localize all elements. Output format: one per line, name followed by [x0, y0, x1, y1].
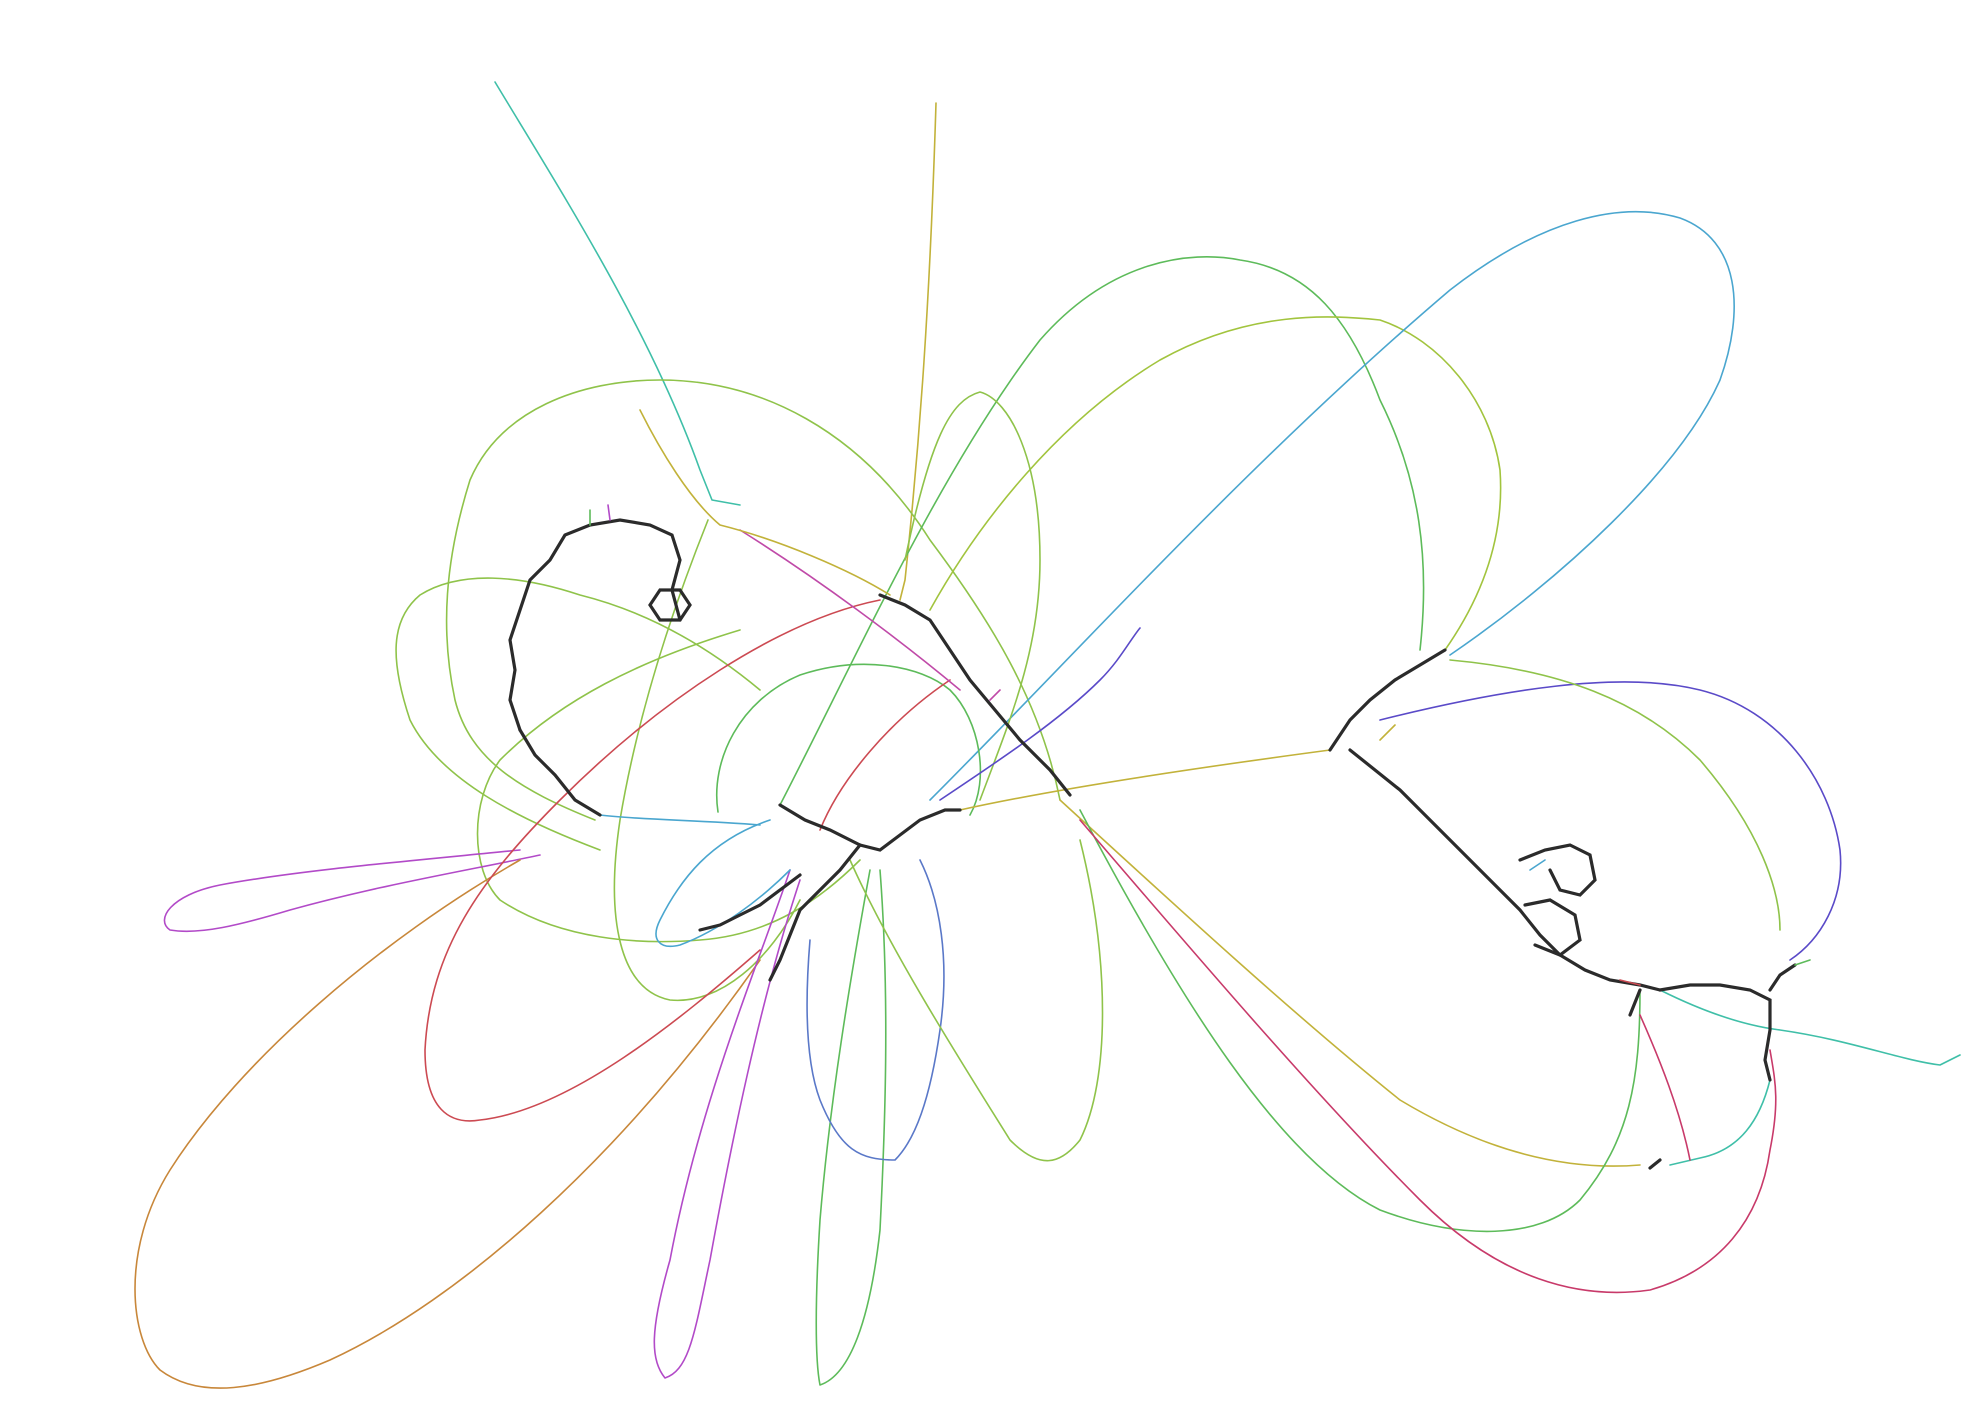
chain-center-main	[878, 593, 1072, 797]
sky-loop-upper-right	[929, 210, 1735, 801]
crimson-loop-right-bottom	[1079, 819, 1777, 1294]
olive-edge-right	[959, 749, 1331, 811]
lime-loop-left	[445, 379, 1061, 821]
red-loop-lower-left	[424, 599, 881, 1122]
purple-loop-far-left	[163, 849, 541, 933]
cluster-edge-6	[1379, 724, 1396, 741]
indigo-loop-right	[1379, 681, 1842, 961]
magenta-edge-center	[739, 529, 961, 691]
olive-edge-lower-right	[1059, 799, 1641, 1167]
chain-right-down	[1348, 748, 1662, 992]
crimson-edge-right-low	[1639, 1014, 1691, 1161]
lime-loop-bottom-2	[849, 839, 1104, 1162]
cluster-edge-3	[1529, 859, 1546, 871]
chain-left-branch	[518, 728, 602, 817]
teal-edge-top	[494, 81, 741, 506]
chain-right-top	[1328, 648, 1447, 752]
node-cluster-right	[1328, 648, 1797, 1170]
sky-edge-center	[599, 814, 761, 826]
cluster-edge-4	[1619, 979, 1641, 986]
chain-center-left	[698, 873, 802, 932]
green-loop-upper	[779, 256, 1425, 806]
indigo-edge-center	[939, 627, 1141, 801]
teal-edge-right	[1659, 989, 1961, 1066]
chain-center-down	[768, 843, 862, 982]
chain-center-hub	[778, 803, 962, 852]
lime-loop-upper-right	[929, 316, 1502, 651]
cluster-edge-5	[1794, 959, 1811, 966]
green-loop-mid	[716, 663, 982, 816]
node-cluster-center	[698, 593, 1072, 982]
green-loop-right-bottom	[1079, 809, 1641, 1233]
olive-edge-upper	[639, 409, 891, 596]
cluster-edge-7	[989, 689, 1001, 701]
lime-loop-center	[904, 391, 1041, 801]
edge-loops	[134, 81, 1961, 1389]
node-cluster-left	[508, 518, 692, 817]
red-loop-center	[819, 679, 951, 831]
cluster-edge-2	[607, 504, 611, 521]
chain-right-end	[1658, 983, 1772, 1082]
chain-right-left-drop	[1628, 988, 1662, 1170]
magenta-loop-bottom	[653, 869, 801, 1379]
olive-edge-top	[899, 102, 937, 601]
lime-loop-inner-2	[476, 629, 861, 943]
chain-right-far	[1768, 963, 1797, 992]
chain-right-rings	[1518, 843, 1597, 957]
lime-loop-left-inner	[395, 577, 761, 851]
blue-loop-bottom	[806, 859, 945, 1161]
green-loop-inner-3	[613, 519, 801, 1002]
cluster-edges	[589, 504, 1811, 986]
lime-loop-right	[1449, 659, 1781, 931]
green-loop-bottom	[815, 869, 887, 1386]
chain-left-hexes	[648, 588, 692, 622]
sky-loop-center-small	[655, 819, 791, 947]
brown-loop-bottom-left	[134, 859, 761, 1389]
teal-loop-right-low	[1669, 1079, 1771, 1166]
chain-left-ring	[508, 518, 682, 732]
